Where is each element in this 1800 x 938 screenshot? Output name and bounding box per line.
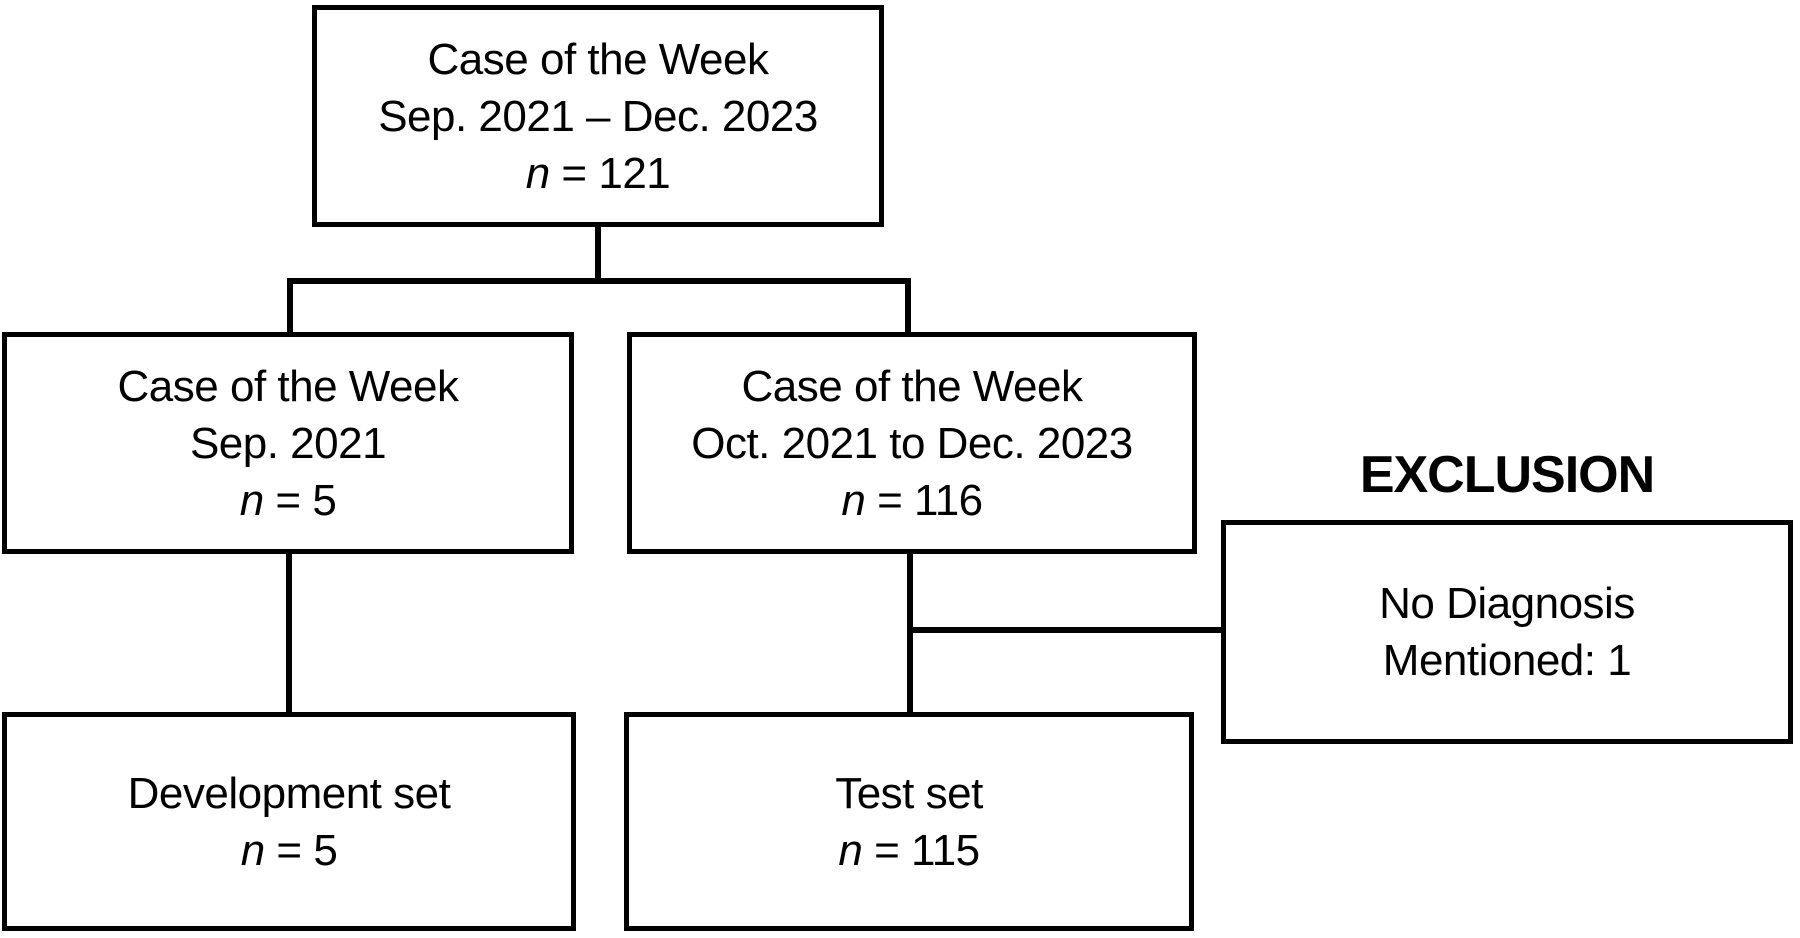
- box-n-line: n = 116: [841, 472, 983, 529]
- box-n-line: n = 121: [526, 145, 671, 202]
- n-variable: n: [841, 475, 866, 525]
- connector-top-stub: [595, 227, 601, 284]
- box-line: Sep. 2021: [189, 418, 387, 468]
- box-n-line: n = 115: [838, 822, 980, 879]
- box-line: Development set: [127, 768, 451, 818]
- box-line: No Diagnosis: [1379, 579, 1635, 628]
- box-n-line: n = 5: [241, 822, 338, 879]
- n-value: = 5: [264, 825, 338, 875]
- box-line: Oct. 2021 to Dec. 2023: [691, 418, 1133, 468]
- n-value: = 5: [263, 475, 337, 525]
- box-line: Sep. 2021 – Dec. 2023: [378, 91, 818, 141]
- box-line: Case of the Week: [117, 361, 459, 411]
- connector-drop-right: [905, 278, 911, 337]
- box-line: Test set: [835, 768, 983, 818]
- connector-left-vertical: [286, 549, 292, 717]
- box-line: Case of the Week: [427, 34, 769, 84]
- n-variable: n: [525, 148, 550, 198]
- box-development-set: Development set n = 5: [2, 712, 576, 931]
- n-value: = 116: [865, 475, 983, 525]
- exclusion-title: EXCLUSION: [1359, 446, 1655, 504]
- connector-exclusion-horizontal: [907, 627, 1227, 633]
- n-variable: n: [838, 825, 863, 875]
- box-line: Mentioned: 1: [1382, 636, 1632, 685]
- n-variable: n: [239, 475, 264, 525]
- box-case-of-the-week-sep2021: Case of the Week Sep. 2021 n = 5: [2, 332, 574, 554]
- box-exclusion: No Diagnosis Mentioned: 1: [1221, 520, 1793, 744]
- box-line: Case of the Week: [741, 361, 1083, 411]
- n-variable: n: [240, 825, 265, 875]
- connector-drop-left: [287, 278, 293, 337]
- box-case-of-the-week-all: Case of the Week Sep. 2021 – Dec. 2023 n…: [312, 5, 884, 227]
- box-test-set: Test set n = 115: [624, 712, 1194, 931]
- box-case-of-the-week-oct2021-dec2023: Case of the Week Oct. 2021 to Dec. 2023 …: [627, 332, 1197, 554]
- n-value: = 121: [549, 148, 671, 198]
- box-n-line: n = 5: [240, 472, 337, 529]
- connector-branch-horizontal: [287, 278, 911, 284]
- n-value: = 115: [862, 825, 980, 875]
- connector-right-vertical: [907, 549, 913, 717]
